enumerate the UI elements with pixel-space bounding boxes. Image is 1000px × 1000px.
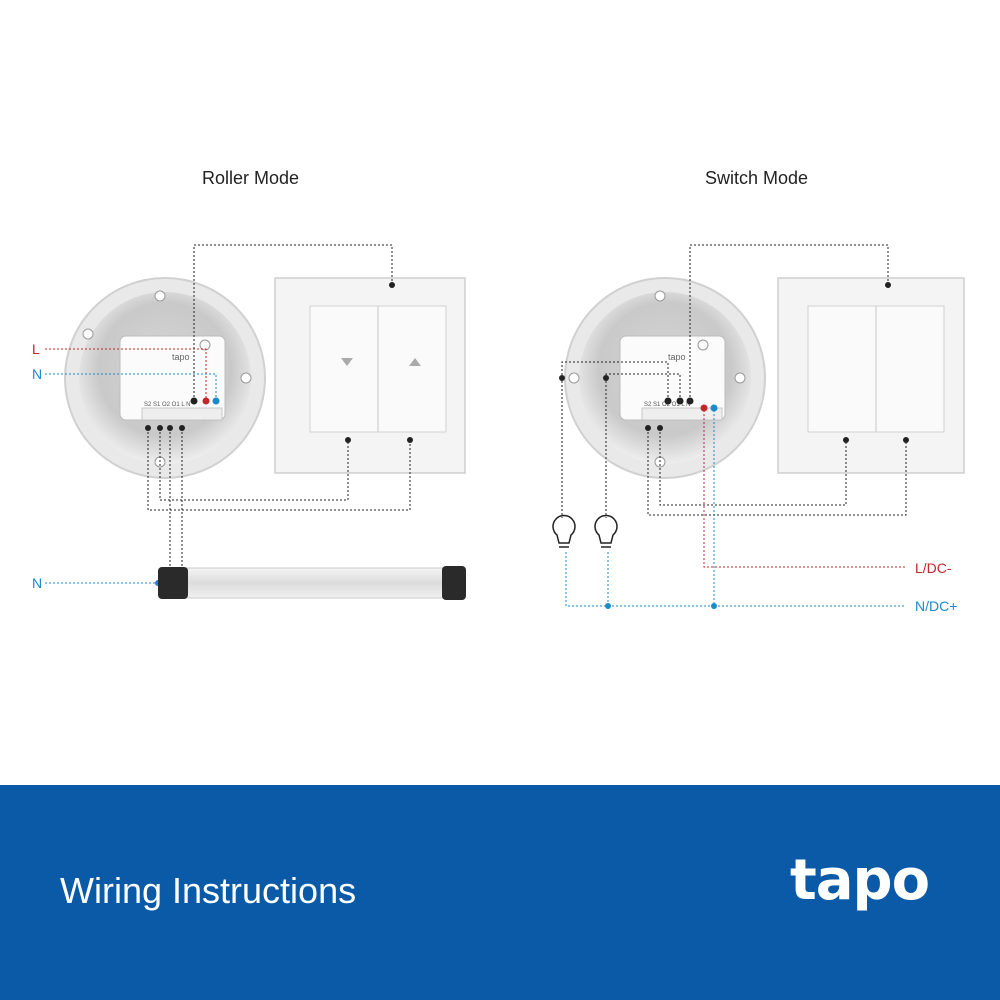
switch-module-brand: tapo bbox=[668, 352, 686, 362]
roller-motor-neutral-label: N bbox=[32, 575, 43, 591]
switch-live-wire bbox=[703, 410, 905, 568]
bulb-icon bbox=[552, 514, 576, 548]
diagram-area: tapo S2 S1 O2 O1 L N bbox=[32, 168, 965, 614]
switch-neutral-label: N/DC+ bbox=[915, 598, 958, 614]
footer-title: Wiring Instructions bbox=[60, 870, 357, 911]
roller-mode-group: tapo S2 S1 O2 O1 L N bbox=[45, 244, 466, 600]
up-arrow-icon bbox=[409, 358, 421, 366]
roller-neutral-wire bbox=[45, 373, 217, 584]
switch-live-label: L/DC- bbox=[915, 560, 952, 576]
down-arrow-icon bbox=[341, 358, 353, 366]
switch-wall-switch bbox=[777, 277, 965, 474]
roller-module: tapo S2 S1 O2 O1 L N bbox=[119, 335, 226, 421]
footer-banner bbox=[0, 785, 1000, 1000]
roller-motor-tube bbox=[158, 566, 466, 600]
roller-mode-title: Roller Mode bbox=[202, 168, 300, 188]
bulb-icon bbox=[594, 514, 618, 548]
roller-wall-switch bbox=[274, 277, 466, 474]
roller-module-brand: tapo bbox=[172, 352, 190, 362]
switch-wires bbox=[561, 244, 907, 518]
switch-terminal-dots bbox=[559, 282, 909, 609]
switch-mode-title: Switch Mode bbox=[705, 168, 809, 188]
switch-module: tapo S2 S1 O2 O1 L N bbox=[619, 335, 726, 421]
roller-terminal-dots bbox=[145, 282, 413, 586]
switch-mode-group: tapo S2 S1 O2 O1 L N bbox=[552, 244, 965, 609]
wiring-diagram-svg: tapo S2 S1 O2 O1 L N bbox=[45, 244, 965, 609]
roller-wires bbox=[147, 244, 411, 567]
roller-terminal-labels: S2 S1 O2 O1 L N bbox=[144, 402, 190, 408]
roller-live-label: L bbox=[32, 341, 40, 357]
roller-live-wire bbox=[45, 348, 207, 401]
tapo-logo: tapo bbox=[790, 848, 930, 913]
switch-terminal-labels: S2 S1 O2 O1 L N bbox=[644, 402, 690, 408]
roller-neutral-label: N bbox=[32, 366, 43, 382]
